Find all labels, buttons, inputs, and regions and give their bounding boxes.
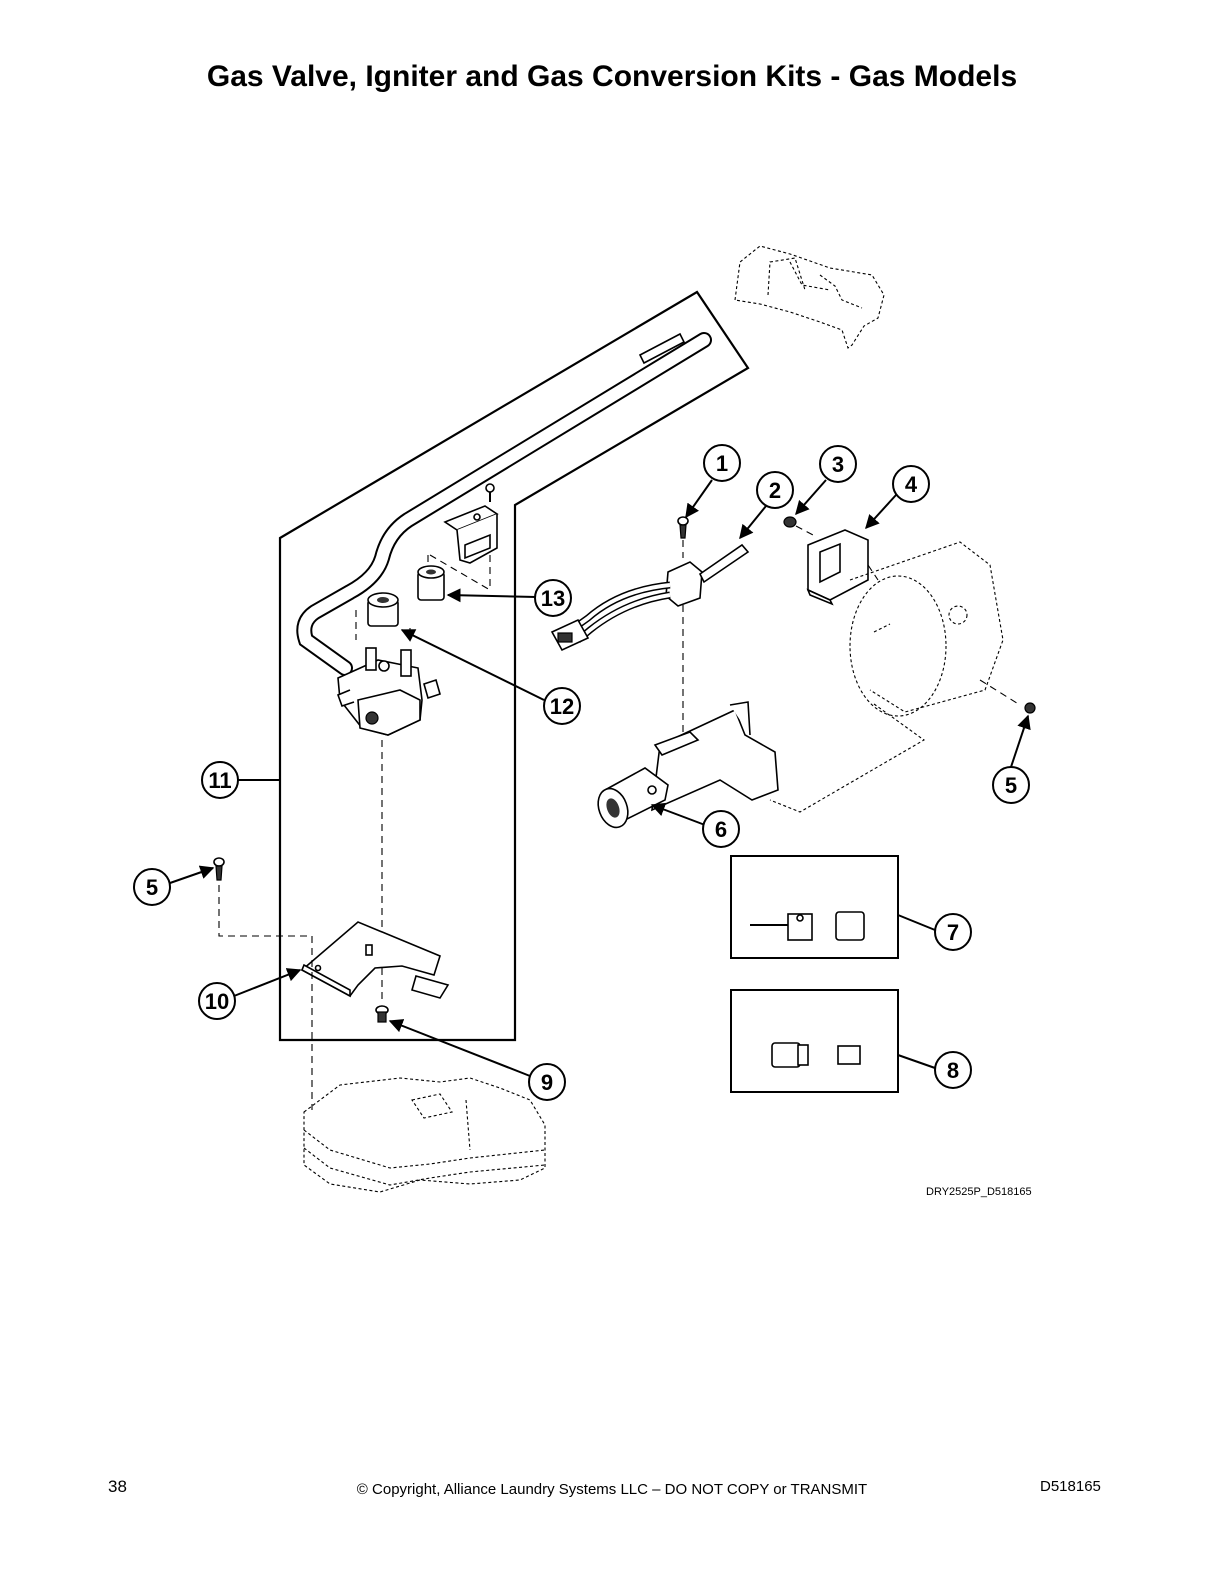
callout-5-left: 5 bbox=[133, 868, 171, 906]
gas-valve-body bbox=[336, 647, 441, 736]
svg-text:6: 6 bbox=[715, 817, 727, 842]
valve-assembly-outline bbox=[278, 290, 750, 1042]
svg-text:8: 8 bbox=[947, 1058, 959, 1083]
screw-1 bbox=[677, 516, 689, 539]
svg-text:12: 12 bbox=[550, 694, 574, 719]
conversion-kit-7-box bbox=[730, 855, 899, 959]
callout-1: 1 bbox=[703, 444, 741, 482]
screw-3 bbox=[783, 516, 797, 528]
screw-small bbox=[485, 483, 495, 502]
burner-tube-6 bbox=[597, 701, 779, 829]
igniter-2 bbox=[550, 543, 750, 652]
screw-5-right bbox=[1024, 702, 1036, 714]
gas-supply-tube bbox=[296, 332, 712, 676]
callout-7: 7 bbox=[934, 913, 972, 951]
svg-text:2: 2 bbox=[769, 478, 781, 503]
valve-mount-bracket bbox=[300, 921, 450, 999]
screw-5-left bbox=[213, 857, 225, 881]
document-number: D518165 bbox=[1040, 1478, 1101, 1495]
svg-text:5: 5 bbox=[146, 875, 158, 900]
copyright-notice: © Copyright, Alliance Laundry Systems LL… bbox=[356, 1481, 868, 1498]
callout-6: 6 bbox=[702, 810, 740, 848]
svg-text:7: 7 bbox=[947, 920, 959, 945]
callout-5-right: 5 bbox=[992, 766, 1030, 804]
ghost-burner-drum bbox=[769, 541, 1004, 813]
svg-text:3: 3 bbox=[832, 452, 844, 477]
ghost-bracket-top bbox=[734, 245, 885, 349]
callout-10: 10 bbox=[198, 982, 236, 1020]
coil-13 bbox=[417, 565, 445, 601]
svg-text:4: 4 bbox=[905, 472, 918, 497]
callout-2: 2 bbox=[756, 471, 794, 509]
conversion-kit-8-box bbox=[730, 989, 899, 1093]
svg-text:5: 5 bbox=[1005, 773, 1017, 798]
svg-text:10: 10 bbox=[205, 989, 229, 1014]
svg-text:9: 9 bbox=[541, 1070, 553, 1095]
solenoid-bracket bbox=[443, 505, 499, 564]
page-title: Gas Valve, Igniter and Gas Conversion Ki… bbox=[206, 60, 1018, 93]
page-number: 38 bbox=[108, 1477, 127, 1496]
svg-text:1: 1 bbox=[716, 451, 728, 476]
igniter-bracket-4 bbox=[806, 529, 869, 606]
coil-12 bbox=[367, 592, 399, 627]
leader-lines bbox=[169, 479, 1031, 1077]
callout-11: 11 bbox=[201, 761, 239, 799]
callout-9: 9 bbox=[528, 1063, 566, 1101]
svg-text:11: 11 bbox=[208, 768, 231, 793]
screw-9 bbox=[375, 1005, 389, 1023]
svg-text:13: 13 bbox=[541, 586, 565, 611]
callout-3: 3 bbox=[819, 445, 857, 483]
ghost-base-bottom bbox=[303, 1077, 546, 1193]
callout-4: 4 bbox=[892, 465, 930, 503]
callout-8: 8 bbox=[934, 1051, 972, 1089]
callout-12: 12 bbox=[543, 687, 581, 725]
drawing-code: DRY2525P_D518165 bbox=[926, 1186, 1032, 1198]
callout-13: 13 bbox=[534, 579, 572, 617]
